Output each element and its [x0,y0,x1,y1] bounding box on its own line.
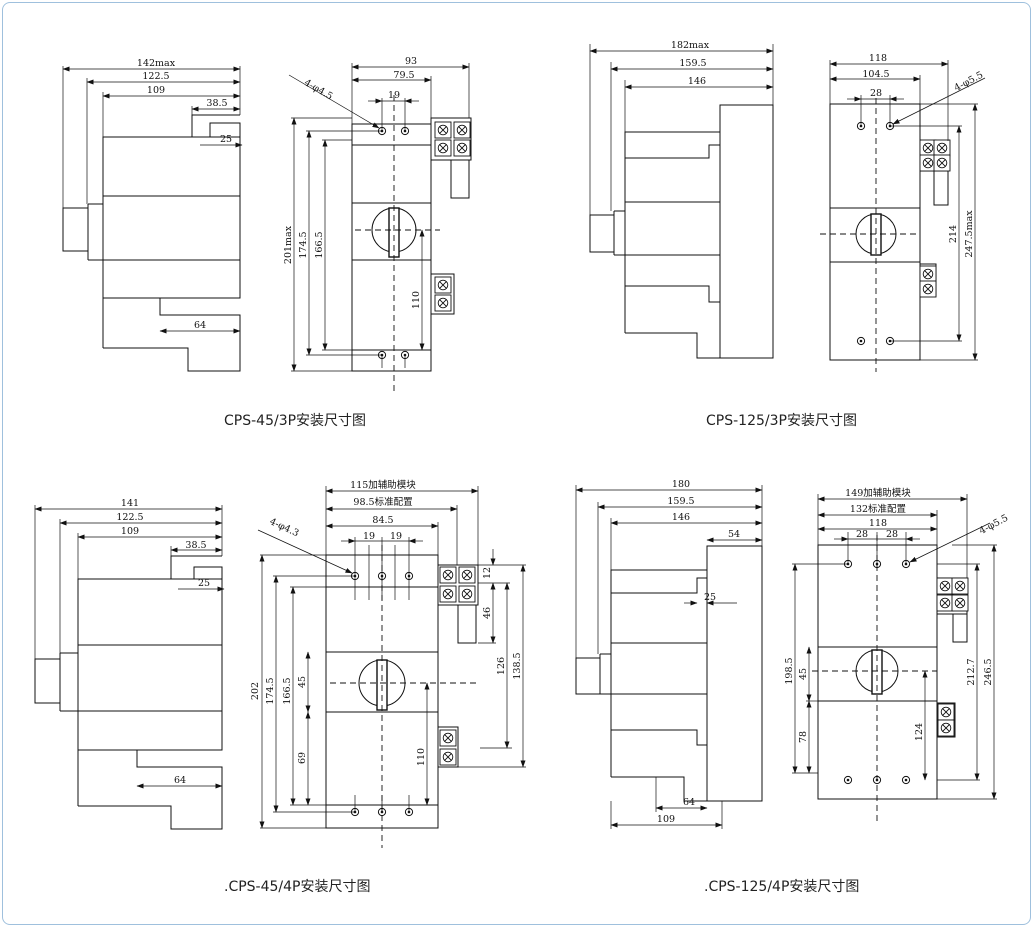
bl-front-view [257,486,526,848]
dim-label: 28 [886,529,898,540]
dim-label: 126 [496,657,507,675]
dim-label: 93 [405,56,417,67]
dim-label: 212.7 [966,658,977,685]
dim-label: 69 [297,752,308,764]
dim-label: 201max [283,225,294,264]
dim-label: 180 [672,479,690,490]
dim-label: 182max [671,40,710,51]
dim-label: 149加辅助模块 [845,487,911,499]
dim-label: 109 [657,814,675,825]
dim-label: 166.5 [314,231,325,258]
dim-label: 46 [482,607,493,619]
dim-label: 45 [798,668,809,680]
caption-cps45-3p: CPS-45/3P安装尺寸图 [224,413,367,429]
hole-label: 4-φ5.5 [953,70,986,94]
dim-label: 25 [220,134,232,145]
dim-label: 159.5 [679,58,706,69]
dim-label: 25 [198,578,210,589]
dim-label: 118 [869,518,887,529]
dim-label: 138.5 [512,652,523,679]
dim-label: 98.5标准配置 [353,496,412,508]
tl-front-view [288,63,472,392]
caption-cps125-4p: .CPS-125/4P安装尺寸图 [704,879,860,895]
hole-label: 4-φ4.5 [302,77,334,102]
bl-side-view [34,505,225,830]
caption-cps125-3p: CPS-125/3P安装尺寸图 [706,413,857,429]
tl-side-view [62,66,243,372]
dim-label: 64 [194,320,206,331]
dim-label: 38.5 [185,540,206,551]
tr-side-view [589,44,774,359]
dim-label: 84.5 [372,515,393,526]
dim-label: 146 [688,76,706,87]
dim-label: 110 [416,748,427,766]
dim-label: 110 [411,291,422,309]
dim-label: 246.5 [983,658,994,685]
dim-label: 122.5 [116,512,143,523]
dim-label: 146 [672,512,690,523]
dim-label: 64 [683,797,695,808]
dim-label: 28 [870,88,882,99]
dim-label: 64 [174,775,186,786]
hole-label: 4-φ5.5 [978,513,1011,537]
dim-label: 12 [482,567,493,579]
dim-label: 78 [798,731,809,743]
dim-label: 142max [137,58,176,69]
dim-label: 132标准配置 [850,503,906,515]
br-side-view [575,485,763,829]
dim-label: 214 [948,225,959,243]
dim-label: 38.5 [206,98,227,109]
dim-label: 19 [363,531,375,542]
dim-label: 79.5 [393,70,414,81]
dim-label: 174.5 [265,677,276,704]
dim-label: 45 [297,676,308,688]
dim-label: 166.5 [282,677,293,704]
dim-label: 159.5 [667,496,694,507]
dim-label: 54 [728,529,740,540]
dim-label: 247.5max [964,210,975,258]
dim-label: 25 [704,592,716,603]
dim-label: 104.5 [862,69,889,80]
dim-label: 28 [856,529,868,540]
tr-front-view [820,60,986,372]
dim-label: 109 [147,85,165,96]
dim-label: 122.5 [142,71,169,82]
dim-label: 174.5 [298,231,309,258]
dim-label: 19 [390,531,402,542]
dim-label: 124 [914,723,925,741]
dim-label: 118 [869,53,887,64]
dim-label: 115加辅助模块 [350,479,416,491]
dim-label: 141 [121,498,139,509]
hole-label: 4-φ4.3 [268,516,301,539]
dim-label: 109 [121,526,139,537]
dim-label: 198.5 [784,657,795,684]
dim-label: 202 [250,682,261,700]
br-front-view [792,494,997,825]
dim-label: 19 [388,90,400,101]
caption-cps45-4p: .CPS-45/4P安装尺寸图 [224,879,371,895]
